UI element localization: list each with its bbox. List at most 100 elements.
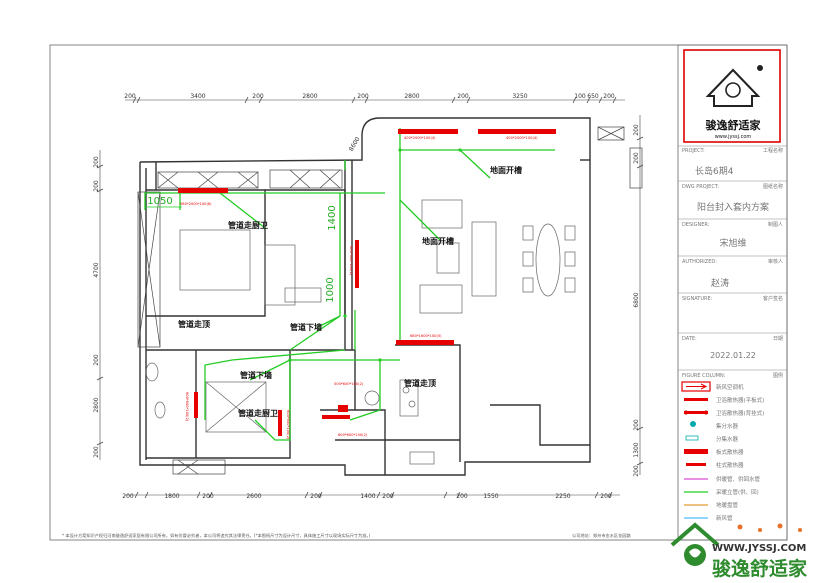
dim-left: 200: [93, 446, 100, 458]
dim-top: 200: [457, 93, 469, 100]
dim-right: 200: [633, 152, 640, 164]
title-block: 骏逸舒适家 www.jyssj.com PROJECT: 工程名称 长岛6期4 …: [677, 44, 788, 541]
watermark-brand: 骏逸舒适家: [712, 557, 808, 580]
pipe-runs: [144, 128, 555, 441]
dim-bottom: 200: [456, 493, 468, 500]
dim-top: 3250: [512, 93, 527, 100]
annotation-ground-slot: 地面开槽: [422, 236, 454, 246]
radiator-spec: 600*600*100(2): [185, 392, 189, 422]
dimension-labels-bottom: 200 1800 200 2600 200 1400 200 1550 200 …: [122, 493, 612, 500]
dim-bottom: 200: [202, 493, 214, 500]
radiator-balcony-right: [478, 129, 556, 134]
washbasin-icon: [364, 390, 380, 406]
designer-label: DESIGNER:: [682, 222, 710, 228]
annotation-pipe-kitchen-bath: 管道走厨卫: [228, 220, 268, 230]
legend-label: 供暖管、供回水管: [716, 475, 761, 483]
dim-top: 3400: [190, 93, 205, 100]
annotation-pipe-down-wall: 管道下墙: [240, 370, 272, 380]
annotations: 地面开槽 地面开槽 管道走厨卫 管道走厨卫 管道走顶 管道走顶 管道下墙 管道下…: [178, 165, 522, 418]
dim-top: 100: [574, 93, 586, 100]
radiator-spec: 400*2000*100(4): [506, 136, 538, 140]
dim-top: 200: [124, 93, 136, 100]
dim-left: 200: [93, 156, 100, 168]
dimension-labels-right: 200 200 6800 200 1300 200: [633, 124, 640, 477]
legend-label: 集分水器: [716, 422, 739, 430]
legend-label: 卫浴散热器(背挂式): [716, 409, 764, 417]
dimension-labels-left: 200 200 4700 200 2800 200: [93, 156, 100, 458]
dim-right: 200: [633, 124, 640, 136]
radiator-balcony-left: [398, 129, 458, 134]
sink-icon: [409, 451, 435, 465]
dim-left: 200: [93, 354, 100, 366]
dim-bottom: 1400: [360, 493, 375, 500]
authorized-label-cn: 审核人: [768, 258, 783, 265]
dim-left: 200: [93, 180, 100, 192]
brand-watermark: WWW.JYSSJ.COM 骏逸舒适家: [670, 522, 808, 580]
title-block-border: [677, 44, 788, 541]
signature-label: SIGNATURE:: [682, 296, 713, 302]
legend-splitter-icon: [685, 435, 699, 441]
dim-top: 2800: [404, 93, 419, 100]
designer-value: 宋旭维: [719, 237, 746, 249]
project-value: 长岛6期4: [695, 165, 734, 177]
radiator-spec: 580*2000*100(6): [180, 202, 212, 206]
window-boxes: [137, 126, 643, 475]
dim-bottom: 2600: [246, 493, 261, 500]
dim-right: 6800: [633, 292, 640, 307]
legend-fresh-air-unit-icon: [681, 381, 711, 392]
dim-right: 200: [633, 465, 640, 477]
dim-top: 650: [587, 93, 599, 100]
legend-label: 卫浴散热器(平板式): [716, 396, 764, 404]
inner-dim: 1050: [147, 196, 172, 207]
dim-top: 200: [252, 93, 264, 100]
dwg-project-label: DWG PROJECT:: [682, 184, 719, 190]
bed-icon: [179, 229, 251, 291]
toilet-icon: [154, 401, 166, 419]
legend-bath-radiator-flat-icon: [684, 398, 708, 401]
dim-left: 4700: [93, 262, 100, 277]
legend-manifold-icon: [690, 421, 696, 427]
legend-label: 柱式散热器: [716, 461, 744, 469]
legend-label: 新风空调机: [716, 383, 744, 391]
dining-table-icon: [535, 223, 561, 297]
dim-bottom: 2250: [555, 493, 570, 500]
annotation-pipe-down-wall: 管道下墙: [290, 322, 322, 332]
toilet-icon: [145, 362, 159, 382]
decor-dots: [737, 523, 802, 532]
dim-bottom: 1800: [164, 493, 179, 500]
house-logo-icon: [705, 65, 763, 107]
logo-brand-text: 骏逸舒适家: [706, 118, 762, 132]
dimension-labels-top: 200 3400 200 2800 200 2800 200 3250 100 …: [124, 93, 615, 100]
project-label: PROJECT:: [682, 148, 705, 154]
dimension-ticks: [96, 96, 644, 499]
drawing-frame: [49, 44, 788, 541]
legend-column-radiator-icon: [686, 463, 706, 466]
dim-bottom: 200: [122, 493, 134, 500]
dim-bottom: 200: [600, 493, 612, 500]
footer-note: * 本设计方案知识产权归河南骏逸舒适家居有限公司所有，如有仿冒必究者，本公司将追…: [62, 532, 371, 539]
coffee-table-icon: [436, 242, 460, 274]
radiator-middle-vertical: [355, 240, 359, 288]
legend-label: 板式散热器: [716, 448, 744, 456]
date-label-cn: 日期: [773, 336, 783, 342]
legend-label: 地暖盘管: [716, 501, 739, 509]
house-leaf-icon: [670, 522, 720, 566]
radiator-spec: 600*600*100(2): [338, 433, 368, 437]
radiators: [178, 129, 556, 436]
dim-bottom: 1550: [483, 493, 498, 500]
dim-left: 2800: [93, 397, 100, 412]
inner-dim: 8600: [348, 136, 362, 153]
radiator-bedroom: [178, 188, 228, 193]
footer-address: 公司地址：郑州市金水区花园路: [572, 532, 631, 539]
walls: [139, 117, 591, 476]
dim-right: 200: [633, 419, 640, 431]
annotation-pipe-kitchen-bath: 管道走厨卫: [238, 408, 278, 418]
legend: 新风空调机 卫浴散热器(平板式) 卫浴散热器(背挂式) 集分水器 分集水器 板式…: [681, 381, 764, 522]
pipe-nodes: [288, 148, 462, 362]
dim-top: 2800: [302, 93, 317, 100]
radiator-bath-right: [278, 410, 282, 436]
authorized-value: 赵涛: [711, 277, 729, 289]
legend-label: 分集水器: [716, 435, 739, 443]
radiator-spec: 680*1600*100(5): [410, 334, 442, 338]
